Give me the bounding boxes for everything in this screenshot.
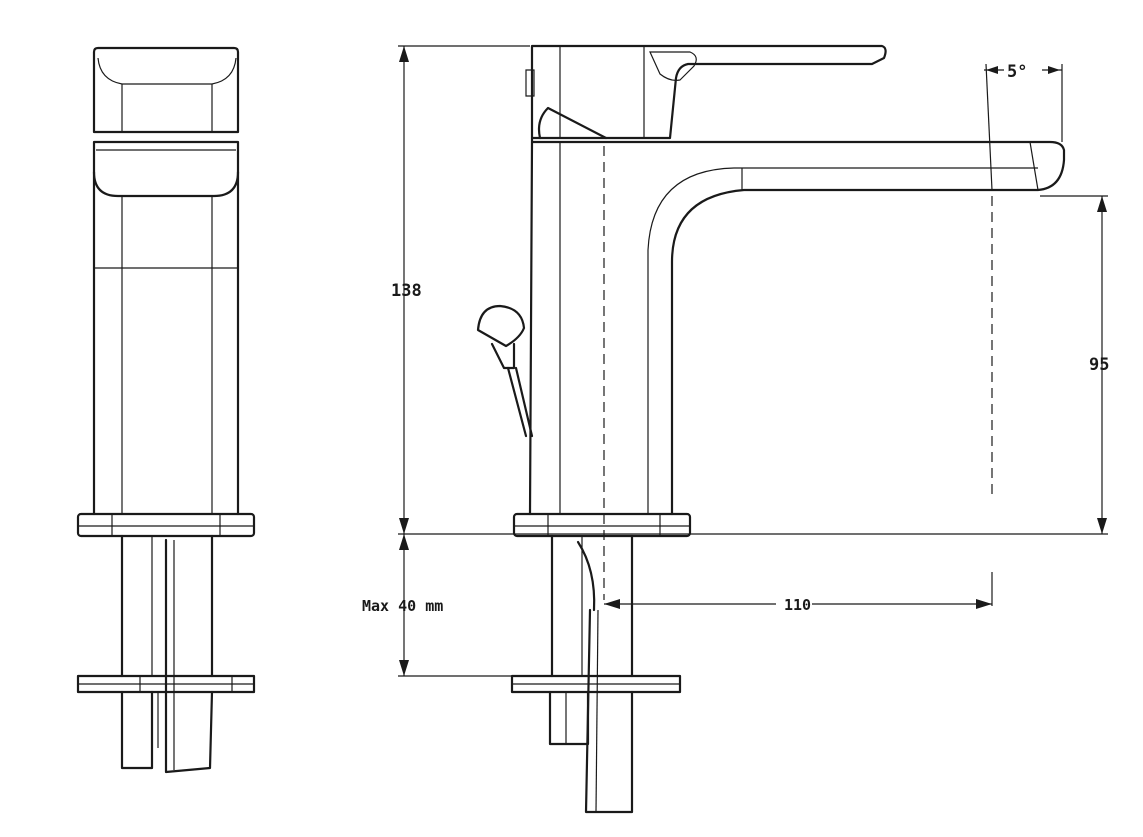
dim-spout-reach-label: 110	[784, 596, 811, 614]
dim-spout-reach: 110	[604, 196, 993, 614]
profile-view	[476, 44, 1066, 814]
profile-nut	[548, 690, 590, 746]
dim-spout-height-label: 95	[1089, 355, 1109, 375]
profile-spout-inner	[647, 167, 1038, 514]
dim-spout-angle-label: 5°	[1007, 62, 1027, 82]
front-nut	[120, 690, 154, 770]
dim-spout-height: 95	[1089, 196, 1109, 534]
dim-total-height-label: 138	[391, 281, 422, 301]
profile-pop-up-rod	[476, 304, 534, 438]
profile-shank	[550, 534, 634, 678]
front-body	[92, 170, 240, 516]
front-shank	[120, 534, 214, 678]
dimensions: 138 Max 40 mm 95 110	[362, 45, 1109, 677]
front-handle-cap	[92, 46, 240, 134]
dim-deck-thickness-label: Max 40 mm	[362, 597, 443, 615]
profile-hose	[584, 608, 634, 814]
profile-base-plate	[512, 512, 692, 538]
profile-lever	[530, 44, 887, 140]
front-view	[76, 46, 256, 774]
front-handle-curve	[97, 57, 237, 85]
dim-spout-angle: 5°	[984, 62, 1063, 191]
front-base-plate	[76, 512, 256, 538]
dim-total-height: 138	[391, 46, 422, 534]
front-hose	[164, 538, 214, 774]
profile-body-spout	[528, 136, 1066, 516]
dim-deck-thickness: Max 40 mm	[362, 534, 443, 676]
